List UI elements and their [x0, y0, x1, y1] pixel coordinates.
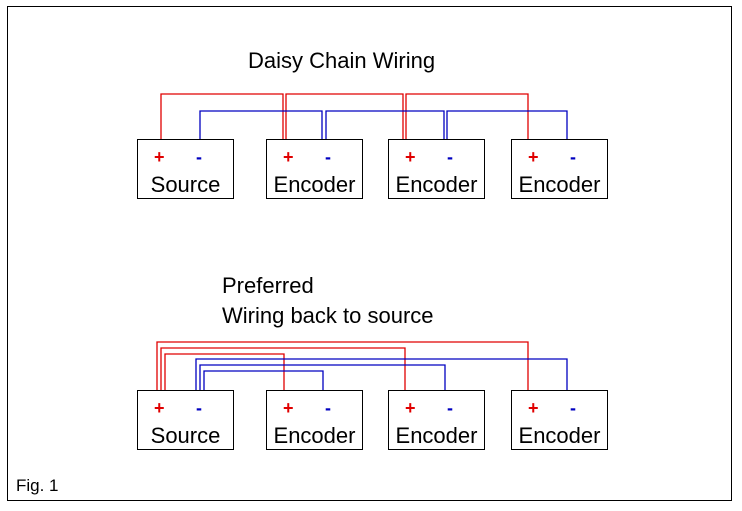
positive-terminal: +	[528, 398, 539, 418]
negative-terminal: -	[196, 147, 202, 167]
daisy-chain-title: Daisy Chain Wiring	[248, 48, 436, 73]
positive-wire	[285, 93, 404, 147]
negative-terminal: -	[447, 147, 453, 167]
device-label: Encoder	[273, 172, 356, 197]
positive-home-run-wire	[156, 341, 529, 400]
positive-terminal: +	[405, 398, 416, 418]
device-label: Encoder	[273, 423, 356, 448]
device-box-encoder: + - Encoder	[511, 139, 608, 199]
positive-terminal: +	[405, 147, 416, 167]
positive-home-run-wire	[160, 347, 406, 400]
positive-wire	[405, 93, 529, 147]
positive-wire	[160, 93, 284, 147]
positive-terminal: +	[528, 147, 539, 167]
preferred-title-line-1: Preferred	[222, 273, 314, 298]
device-box-encoder: + - Encoder	[266, 139, 363, 199]
figure-frame	[7, 6, 732, 501]
device-box-encoder: + - Encoder	[388, 139, 485, 199]
positive-terminal: +	[283, 398, 294, 418]
negative-terminal: -	[325, 147, 331, 167]
negative-home-run-wire	[195, 358, 568, 396]
device-label: Encoder	[518, 172, 601, 197]
positive-terminal: +	[283, 147, 294, 167]
device-box-source: + - Source	[137, 390, 234, 450]
negative-wire	[199, 110, 323, 147]
device-label: Source	[150, 172, 221, 197]
device-label: Encoder	[395, 423, 478, 448]
device-box-encoder: + - Encoder	[388, 390, 485, 450]
device-box-source: + - Source	[137, 139, 234, 199]
device-label: Encoder	[395, 172, 478, 197]
negative-wire	[446, 110, 568, 145]
device-label: Encoder	[518, 423, 601, 448]
negative-home-run-wire	[203, 370, 324, 396]
negative-terminal: -	[447, 398, 453, 418]
negative-terminal: -	[196, 398, 202, 418]
device-label: Source	[150, 423, 221, 448]
negative-terminal: -	[570, 147, 576, 167]
figure-label: Fig. 1	[16, 476, 59, 495]
positive-terminal: +	[154, 398, 165, 418]
device-box-encoder: + - Encoder	[266, 390, 363, 450]
negative-wire	[325, 110, 445, 145]
positive-home-run-wire	[164, 353, 285, 400]
device-box-encoder: + - Encoder	[511, 390, 608, 450]
preferred-title-line-2: Wiring back to source	[222, 303, 434, 328]
negative-home-run-wire	[199, 364, 446, 396]
negative-terminal: -	[325, 398, 331, 418]
negative-terminal: -	[570, 398, 576, 418]
positive-terminal: +	[154, 147, 165, 167]
